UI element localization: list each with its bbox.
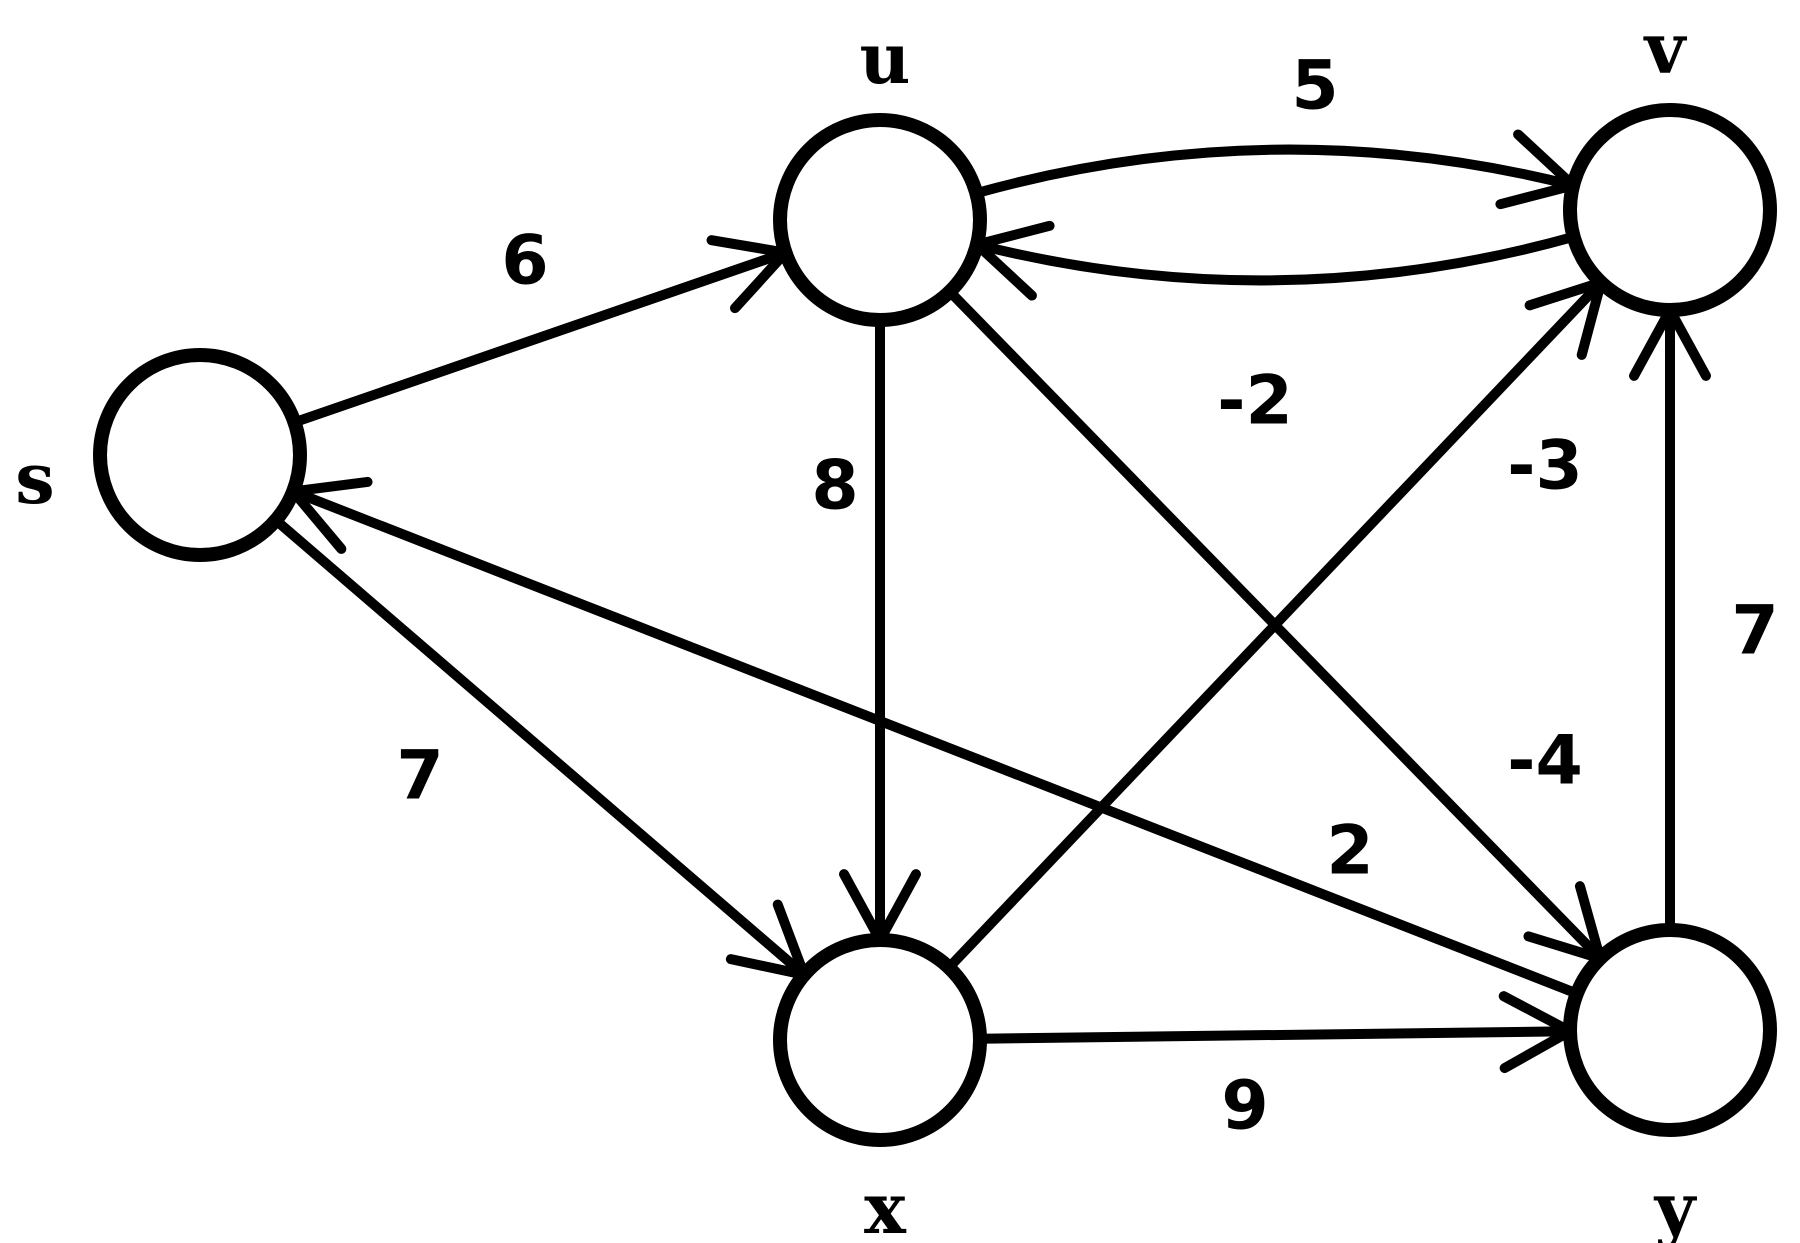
edge-weight-label: 6 [501,222,548,301]
edge-u-x [839,315,921,945]
edge-line [270,515,810,980]
edge-weight-label: 7 [1731,592,1778,671]
node-y: y [1563,923,1777,1243]
node-s: s [15,348,307,562]
edges-layer [270,129,1711,1074]
node-label: x [864,1167,907,1243]
edge-line [288,486,1582,999]
node-label: v [1643,7,1688,90]
node-circle [773,113,987,327]
node-circle [1563,103,1777,317]
edge-u-v [971,129,1579,210]
node-circle [1563,923,1777,1137]
edge-v-u [971,220,1579,301]
edge-y-v [1629,305,1711,935]
edge-line [974,1026,1576,1044]
edge-weight-label: 7 [396,737,443,816]
edge-weight-label: -2 [1217,362,1293,441]
edge-weight-label: -3 [1507,427,1583,506]
node-circle [93,348,307,562]
edge-line [943,277,1607,973]
edge-weight-label: 8 [811,447,858,526]
edge-weight-label: 5 [1291,47,1338,126]
edge-weight-label: 2 [1326,812,1373,891]
node-v: v [1563,7,1777,317]
node-label: s [15,437,54,520]
edge-x-y [974,991,1576,1074]
edge-line [971,231,1579,286]
node-u: u [773,17,987,327]
nodes-layer: s u v x y [15,7,1777,1243]
edge-weight-label: -4 [1507,722,1583,801]
node-label: u [860,17,911,100]
node-x: x [773,933,987,1243]
edge-line [289,247,791,428]
node-label: y [1654,1167,1698,1243]
edge-weight-label: 9 [1221,1067,1268,1146]
node-circle [773,933,987,1147]
labels-layer: 6 7 5 -2 8 -4 -3 9 7 2 [396,47,1778,1146]
edge-line [971,144,1579,199]
